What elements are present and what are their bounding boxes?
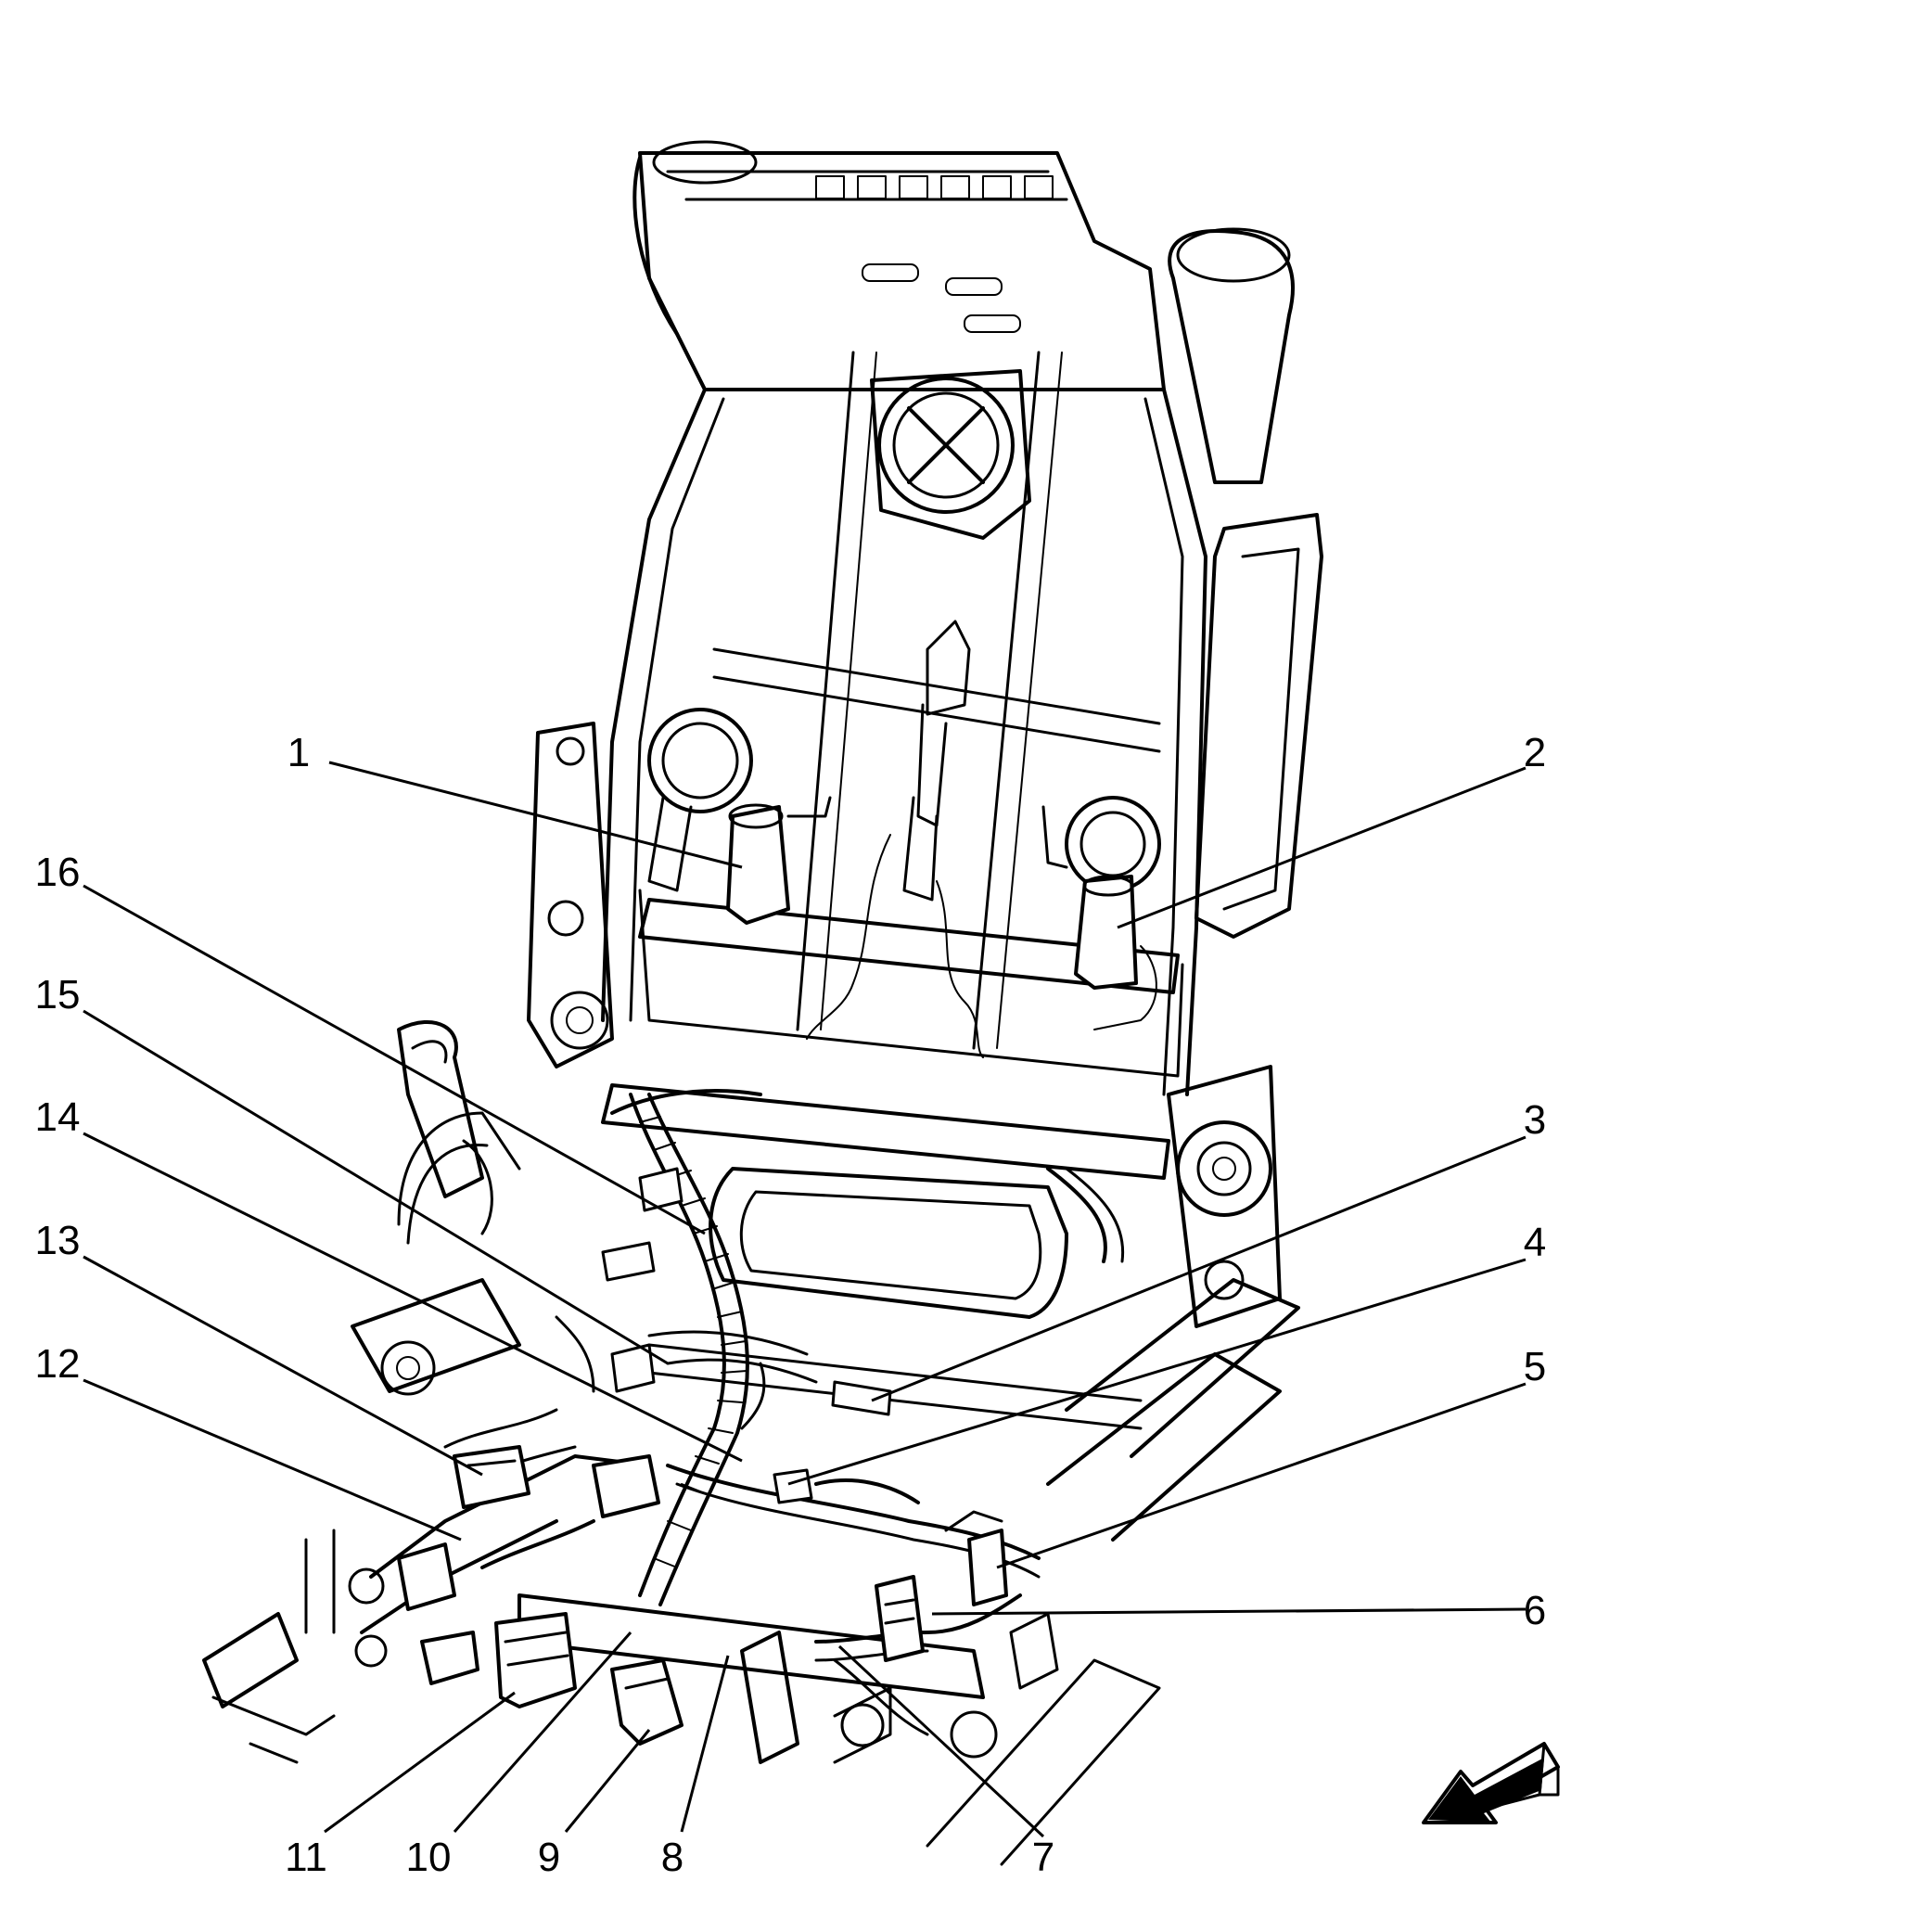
lumbar-blower (870, 369, 1031, 540)
seat-back-frame (527, 140, 1323, 1217)
wiring-harness (443, 1089, 1125, 1736)
leader-lines (83, 761, 1527, 1838)
callout-7: 7 (1032, 1835, 1054, 1880)
seat-cushion-frame (202, 1065, 1300, 1866)
lumbar-pump (806, 620, 984, 1058)
callout-10: 10 (406, 1835, 452, 1880)
callout-labels: 1 2 3 4 5 6 7 8 9 10 11 12 13 14 15 16 (35, 730, 1547, 1880)
callout-2: 2 (1524, 730, 1546, 775)
callout-5: 5 (1524, 1344, 1546, 1389)
callout-3: 3 (1524, 1097, 1546, 1143)
callout-6: 6 (1524, 1588, 1546, 1633)
callout-13: 13 (35, 1218, 81, 1263)
front-direction-arrow-icon (1422, 1742, 1560, 1824)
callout-14: 14 (35, 1094, 81, 1140)
callout-4: 4 (1524, 1220, 1546, 1265)
callout-1: 1 (287, 730, 310, 775)
callout-12: 12 (35, 1341, 81, 1387)
callout-8: 8 (661, 1835, 683, 1880)
motor-2 (1041, 796, 1161, 1030)
callout-9: 9 (538, 1835, 560, 1880)
callout-11: 11 (285, 1835, 327, 1880)
callout-16: 16 (35, 850, 81, 895)
seat-belt-buckle (397, 1019, 493, 1235)
motor-1 (647, 708, 832, 925)
callout-15: 15 (35, 972, 81, 1017)
connectors (397, 1167, 1008, 1746)
